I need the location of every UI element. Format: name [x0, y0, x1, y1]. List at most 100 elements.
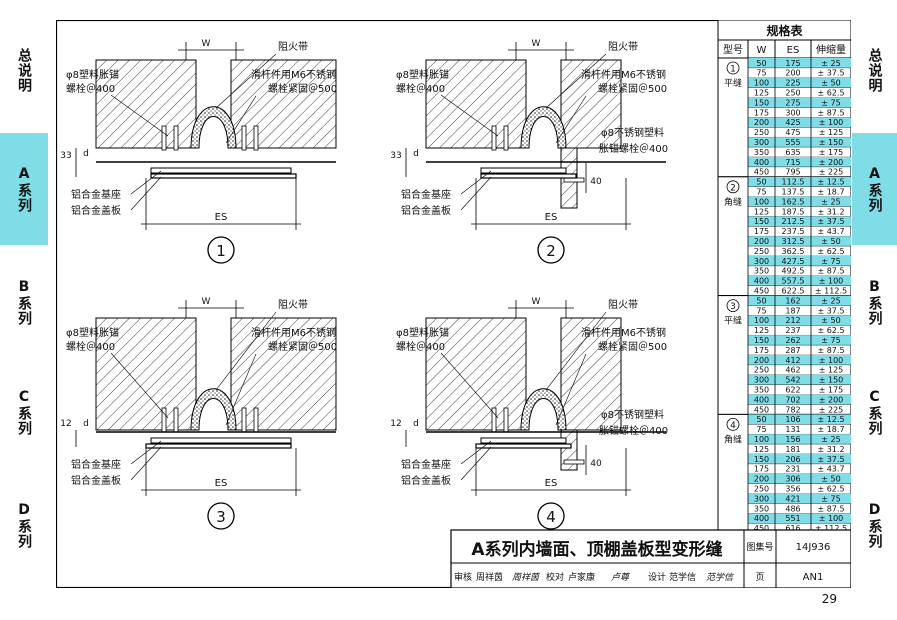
left-tab-b-series[interactable]: B系列 [0, 262, 48, 342]
label-cover: 铝合金盖板 [401, 474, 451, 487]
leader [460, 176, 492, 211]
spec-cell: ± 75 [821, 98, 840, 107]
spec-cell: 112.5 [782, 178, 805, 187]
drawing-title: A系列内墙面、顶棚盖板型变形缝 [471, 539, 722, 560]
spec-cell: 237.5 [782, 227, 805, 236]
left-tab-general[interactable]: 总说明 [0, 30, 48, 110]
right-tab-a-series[interactable]: A系列 [852, 133, 897, 245]
page-code: AN1 [803, 572, 824, 583]
leader [460, 446, 492, 481]
spec-cell: 250 [754, 128, 769, 137]
leader [130, 440, 162, 465]
leader [225, 95, 257, 144]
leader [545, 53, 607, 109]
spec-cell: ± 87.5 [817, 346, 844, 355]
right-tab-general[interactable]: 总说明 [852, 30, 897, 110]
row-highlight [748, 77, 851, 88]
row-highlight [748, 275, 851, 286]
page-number: 29 [821, 592, 837, 606]
row-highlight [748, 176, 851, 187]
label-es: ES [545, 212, 558, 223]
spec-cell: 125 [754, 207, 769, 216]
leader [110, 94, 169, 137]
label-cover: 铝合金盖板 [71, 474, 121, 487]
spec-cell: 306 [785, 475, 800, 484]
left-tab-a-series[interactable]: A系列 [0, 133, 48, 245]
anchor-bolt [173, 407, 179, 433]
group-num-circle [726, 299, 740, 313]
detail-number: 2 [546, 242, 556, 260]
spec-cell: ± 50 [821, 316, 840, 325]
left-section-sidebar: 总说明 A系列 B系列 C系列 D系列 [0, 0, 48, 570]
right-tab-d-series[interactable]: D系列 [852, 485, 897, 565]
label-anchor: φ8塑料胀锚 [66, 68, 119, 81]
anchor-bolt [161, 125, 167, 151]
spec-cell: 421 [785, 494, 800, 503]
right-tab-b-series[interactable]: B系列 [852, 262, 897, 342]
label-slide-bar: 滑杆件用M6不锈钢 [581, 68, 666, 81]
detail-number: 1 [216, 242, 226, 260]
spec-cell: 427.5 [782, 257, 805, 266]
spec-cell: ± 62.5 [817, 485, 844, 494]
label-bolt-400: 螺栓＠400 [66, 340, 115, 353]
group-num: 3 [730, 302, 736, 312]
label-slide-bar: 滑杆件用M6不锈钢 [581, 326, 666, 339]
leader [215, 311, 277, 391]
left-tab-c-series[interactable]: C系列 [0, 372, 48, 452]
label-slide-bar: 滑杆件用M6不锈钢 [251, 326, 336, 339]
label-fire-strip: 阻火带 [278, 299, 308, 311]
spec-cell: 312.5 [782, 237, 805, 246]
row-highlight [748, 473, 851, 484]
spec-cell: ± 112.5 [815, 287, 847, 296]
spec-cell: 362.5 [782, 247, 805, 256]
spec-cell: 400 [754, 158, 769, 167]
label-ss-bolt: 胀锚螺栓＠400 [599, 424, 668, 437]
spec-cell: 100 [754, 435, 769, 444]
spec-cell: 50 [756, 178, 766, 187]
spec-cell: 782 [785, 405, 800, 414]
spec-cell: 175 [785, 59, 800, 68]
spec-cell: 150 [754, 98, 769, 107]
label-bolt-400: 螺栓＠400 [66, 82, 115, 95]
label-w: W [532, 297, 541, 307]
spec-cell: 212 [785, 316, 800, 325]
anchor-bolt [503, 407, 509, 433]
spec-cell: ± 100 [819, 277, 844, 286]
spec-cell: 187 [785, 306, 800, 315]
label-w: W [532, 39, 541, 49]
spec-cell: ± 31.2 [817, 207, 844, 216]
spec-cell: ± 18.7 [817, 425, 844, 434]
spec-cell: 100 [754, 79, 769, 88]
aluminum-base [480, 437, 567, 444]
spec-cell: ± 87.5 [817, 267, 844, 276]
spec-cell: 200 [754, 237, 769, 246]
row-highlight [748, 256, 851, 266]
spec-cell: ± 25 [821, 435, 840, 444]
row-highlight [748, 58, 851, 68]
spec-cell: 356 [785, 485, 800, 494]
spec-cell: 300 [754, 138, 769, 147]
spec-cell: 50 [756, 415, 766, 424]
spec-cell: 275 [785, 98, 800, 107]
right-tab-c-label: C系列 [866, 388, 883, 436]
spec-cell: 131 [785, 425, 800, 434]
spec-cell: 300 [754, 494, 769, 503]
left-tab-d-series[interactable]: D系列 [0, 485, 48, 565]
dim-value: 12 [60, 419, 71, 429]
spec-cell: 206 [785, 455, 800, 464]
spec-cell: 400 [754, 514, 769, 523]
right-tab-c-series[interactable]: C系列 [852, 372, 897, 452]
spec-cell: 350 [754, 267, 769, 276]
detail-number-circle [207, 236, 235, 264]
side-anchor-bolt [563, 459, 585, 465]
spec-cell: 450 [754, 524, 769, 533]
spec-cell: 100 [754, 197, 769, 206]
spec-cell: 250 [754, 247, 769, 256]
label-anchor: φ8塑料胀锚 [66, 326, 119, 339]
row-highlight [748, 355, 851, 365]
spec-cell: 50 [756, 59, 766, 68]
spec-cell: 250 [785, 89, 800, 98]
